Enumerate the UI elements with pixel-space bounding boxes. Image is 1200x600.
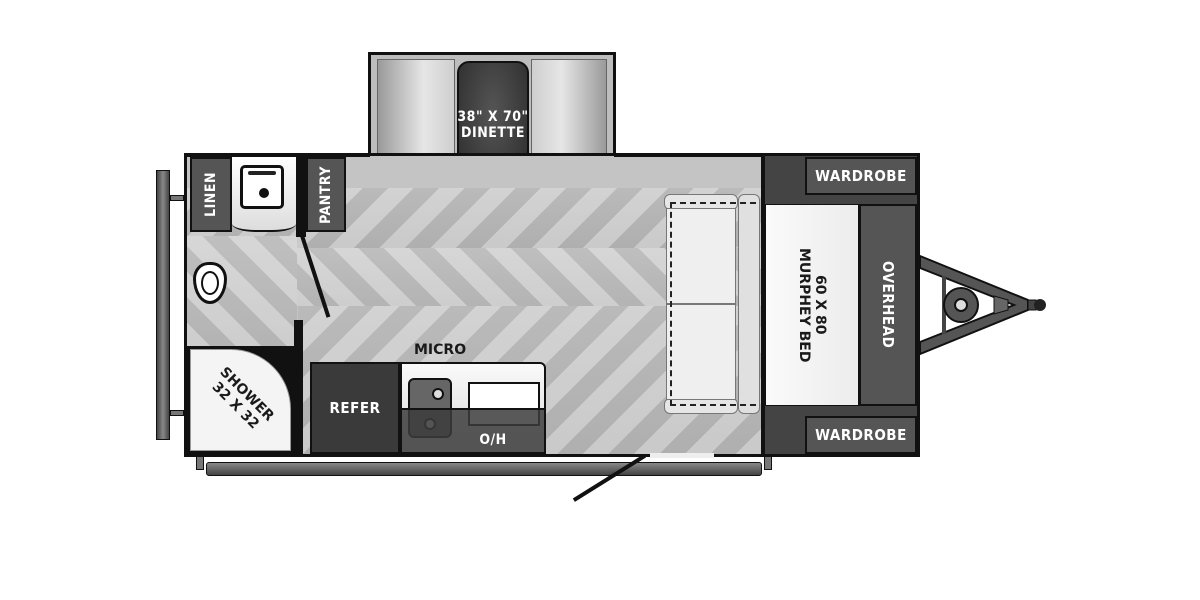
wardrobe-top-label: WARDROBE	[815, 167, 907, 185]
bed-size: 60 X 80	[812, 275, 828, 335]
top-wall-right	[614, 153, 764, 157]
bed-label: MURPHEY BED	[796, 247, 812, 363]
rear-rail	[156, 170, 170, 440]
wardrobe-bottom-label: WARDROBE	[815, 426, 907, 444]
bath-partition	[294, 320, 303, 454]
overhead-front: OVERHEAD	[859, 204, 917, 406]
refer-label: REFER	[329, 399, 381, 417]
overhead-label: OVERHEAD	[879, 261, 897, 349]
bathroom-sink-counter	[232, 157, 296, 232]
awning	[206, 462, 762, 476]
door-opening	[650, 453, 714, 458]
pantry-label: PANTRY	[318, 165, 334, 224]
linen-label: LINEN	[203, 172, 219, 217]
dinette-size: 38" X 70"	[457, 109, 529, 125]
bathroom-sink-icon	[240, 165, 284, 209]
oh-label: O/H	[479, 432, 507, 448]
overhead-cabinet-kitchen: O/H	[402, 408, 544, 452]
refrigerator: REFER	[310, 362, 400, 454]
murphy-bed: 60 X 80 MURPHEY BED	[765, 204, 859, 406]
wardrobe-bottom: WARDROBE	[805, 416, 917, 454]
kitchen-counter: O/H	[400, 362, 546, 454]
dinette-label: DINETTE	[461, 125, 525, 141]
hitch-icon	[919, 254, 1046, 356]
toilet-icon	[193, 262, 227, 304]
pantry-wall	[296, 157, 306, 237]
pantry-cabinet: PANTRY	[306, 157, 346, 232]
shower: SHOWER 32 X 32	[187, 346, 294, 454]
linen-cabinet: LINEN	[190, 157, 232, 232]
sofa	[664, 194, 764, 414]
micro-label: MICRO	[414, 342, 467, 358]
wardrobe-top: WARDROBE	[805, 157, 917, 195]
top-wall-left	[184, 153, 370, 157]
